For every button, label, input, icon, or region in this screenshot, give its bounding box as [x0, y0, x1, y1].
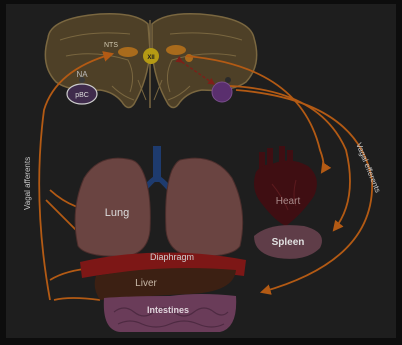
nts-nucleus-left [118, 47, 138, 57]
lung-label: Lung [105, 207, 129, 219]
na-label: NA [76, 70, 88, 79]
efferent-nucleus-dot [225, 77, 231, 83]
efferent-nucleus [212, 82, 232, 102]
pbc-label: pBC [75, 92, 89, 99]
spleen-label: Spleen [272, 237, 305, 248]
nts-label: NTS [104, 42, 118, 49]
diaphragm-label: Diaphragm [150, 252, 194, 262]
intestines-label: Intestines [147, 305, 189, 315]
xii-label: XII [147, 55, 155, 61]
vagal-afferents-label: Vagal afferents [23, 157, 32, 210]
heart-label: Heart [276, 196, 301, 207]
liver-label: Liver [135, 278, 157, 289]
nts-nucleus-right [166, 45, 186, 55]
